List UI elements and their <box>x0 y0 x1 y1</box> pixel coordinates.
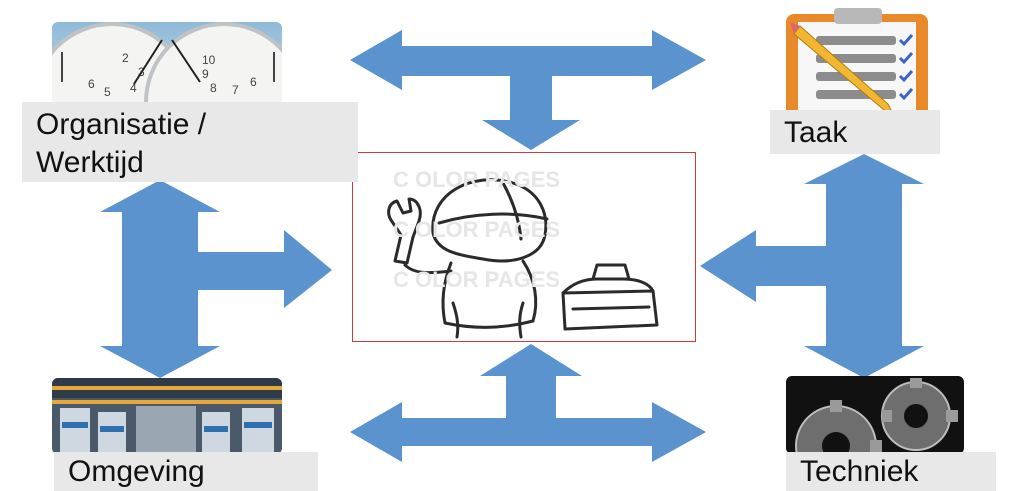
label-omgeving: Omgeving <box>54 452 318 491</box>
label-taak-text: Taak <box>784 114 926 152</box>
svg-text:10: 10 <box>202 53 216 67</box>
arrow-right-to-center <box>700 230 826 302</box>
svg-text:8: 8 <box>210 81 217 95</box>
label-techniek: Techniek <box>786 452 996 491</box>
label-organisatie-line1: Organisatie / <box>36 106 344 144</box>
clipboard-checklist-icon <box>776 6 936 118</box>
svg-text:2: 2 <box>122 51 129 65</box>
label-techniek-text: Techniek <box>800 453 982 491</box>
svg-text:C OLOR PAGES: C OLOR PAGES <box>393 267 560 292</box>
arrow-bottom-to-center <box>480 344 582 420</box>
svg-text:6: 6 <box>88 77 95 91</box>
label-taak: Taak <box>770 110 940 154</box>
arrow-left-to-center <box>198 230 332 308</box>
svg-text:5: 5 <box>104 85 111 99</box>
arrow-top-to-center <box>482 76 580 150</box>
label-organisatie-line2: Werktijd <box>36 144 344 182</box>
worker-sketch-image: C OLOR PAGES C OLOR PAGES C OLOR PAGES <box>352 152 696 342</box>
warehouse-image <box>52 378 282 454</box>
label-organisatie-werktijd: Organisatie / Werktijd <box>22 102 358 182</box>
label-omgeving-text: Omgeving <box>68 453 304 491</box>
svg-text:9: 9 <box>202 67 209 81</box>
svg-text:7: 7 <box>232 83 239 97</box>
svg-text:6: 6 <box>250 75 257 89</box>
svg-text:C OLOR PAGES: C OLOR PAGES <box>393 167 560 192</box>
gears-image <box>786 376 964 454</box>
svg-text:C OLOR PAGES: C OLOR PAGES <box>393 217 560 242</box>
